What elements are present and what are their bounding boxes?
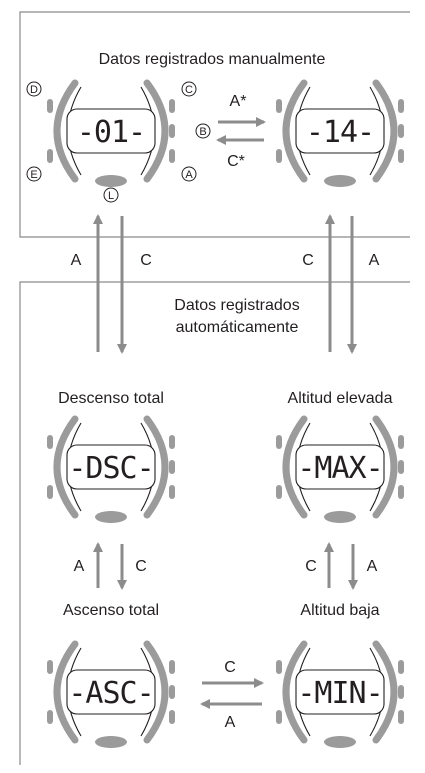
watch-dsc: -DSC-	[47, 419, 175, 523]
label-manual-forward: A*	[230, 93, 247, 110]
svg-text:D: D	[30, 84, 38, 96]
manual-section-border	[19, 11, 410, 238]
watch-max-title: Altitud elevada	[288, 390, 393, 407]
watch-display: -DSC-	[68, 451, 153, 486]
label-right-down: A	[369, 252, 380, 269]
button-l-marker: L	[103, 187, 119, 203]
svg-text:L: L	[108, 190, 114, 202]
label-dsc-asc-up: A	[74, 558, 85, 575]
label-manual-back: C*	[227, 153, 245, 170]
watch-dsc-title: Descenso total	[58, 390, 164, 407]
label-left-down: C	[140, 252, 152, 269]
watch-display: -MIN-	[297, 676, 382, 711]
watch-display: -01-	[77, 115, 145, 150]
label-dsc-asc-down: C	[135, 558, 147, 575]
button-d-marker: D	[26, 81, 42, 97]
label-left-up: A	[71, 252, 82, 269]
button-c-marker: C	[181, 81, 197, 97]
svg-text:A: A	[185, 169, 193, 181]
watch-manual-b: -14-	[276, 83, 404, 187]
watch-asc-title: Ascenso total	[63, 602, 159, 619]
button-a-marker: A	[181, 166, 197, 182]
watch-min-title: Altitud baja	[300, 602, 379, 619]
label-right-up: C	[302, 252, 314, 269]
watch-max: -MAX-	[276, 419, 404, 523]
auto-section-title-line1: Datos registrados	[174, 297, 299, 314]
watch-manual-a: -01-	[47, 83, 175, 187]
svg-text:B: B	[199, 126, 206, 138]
svg-text:E: E	[30, 169, 37, 181]
label-bottom-back: A	[225, 714, 236, 731]
auto-section-border	[19, 281, 410, 765]
watch-display: -MAX-	[297, 451, 382, 486]
auto-section-title-line2: automáticamente	[176, 319, 299, 336]
button-e-marker: E	[26, 166, 42, 182]
manual-section-title: Datos registrados manualmente	[99, 51, 326, 68]
watch-min: -MIN-	[276, 644, 404, 748]
label-max-min-up: C	[305, 558, 317, 575]
button-b-marker: B	[195, 123, 211, 139]
svg-text:C: C	[185, 84, 193, 96]
label-bottom-forward: C	[224, 659, 236, 676]
watch-display: -ASC-	[68, 676, 153, 711]
watch-display: -14-	[306, 115, 374, 150]
watch-asc: -ASC-	[47, 644, 175, 748]
label-max-min-down: A	[367, 558, 378, 575]
